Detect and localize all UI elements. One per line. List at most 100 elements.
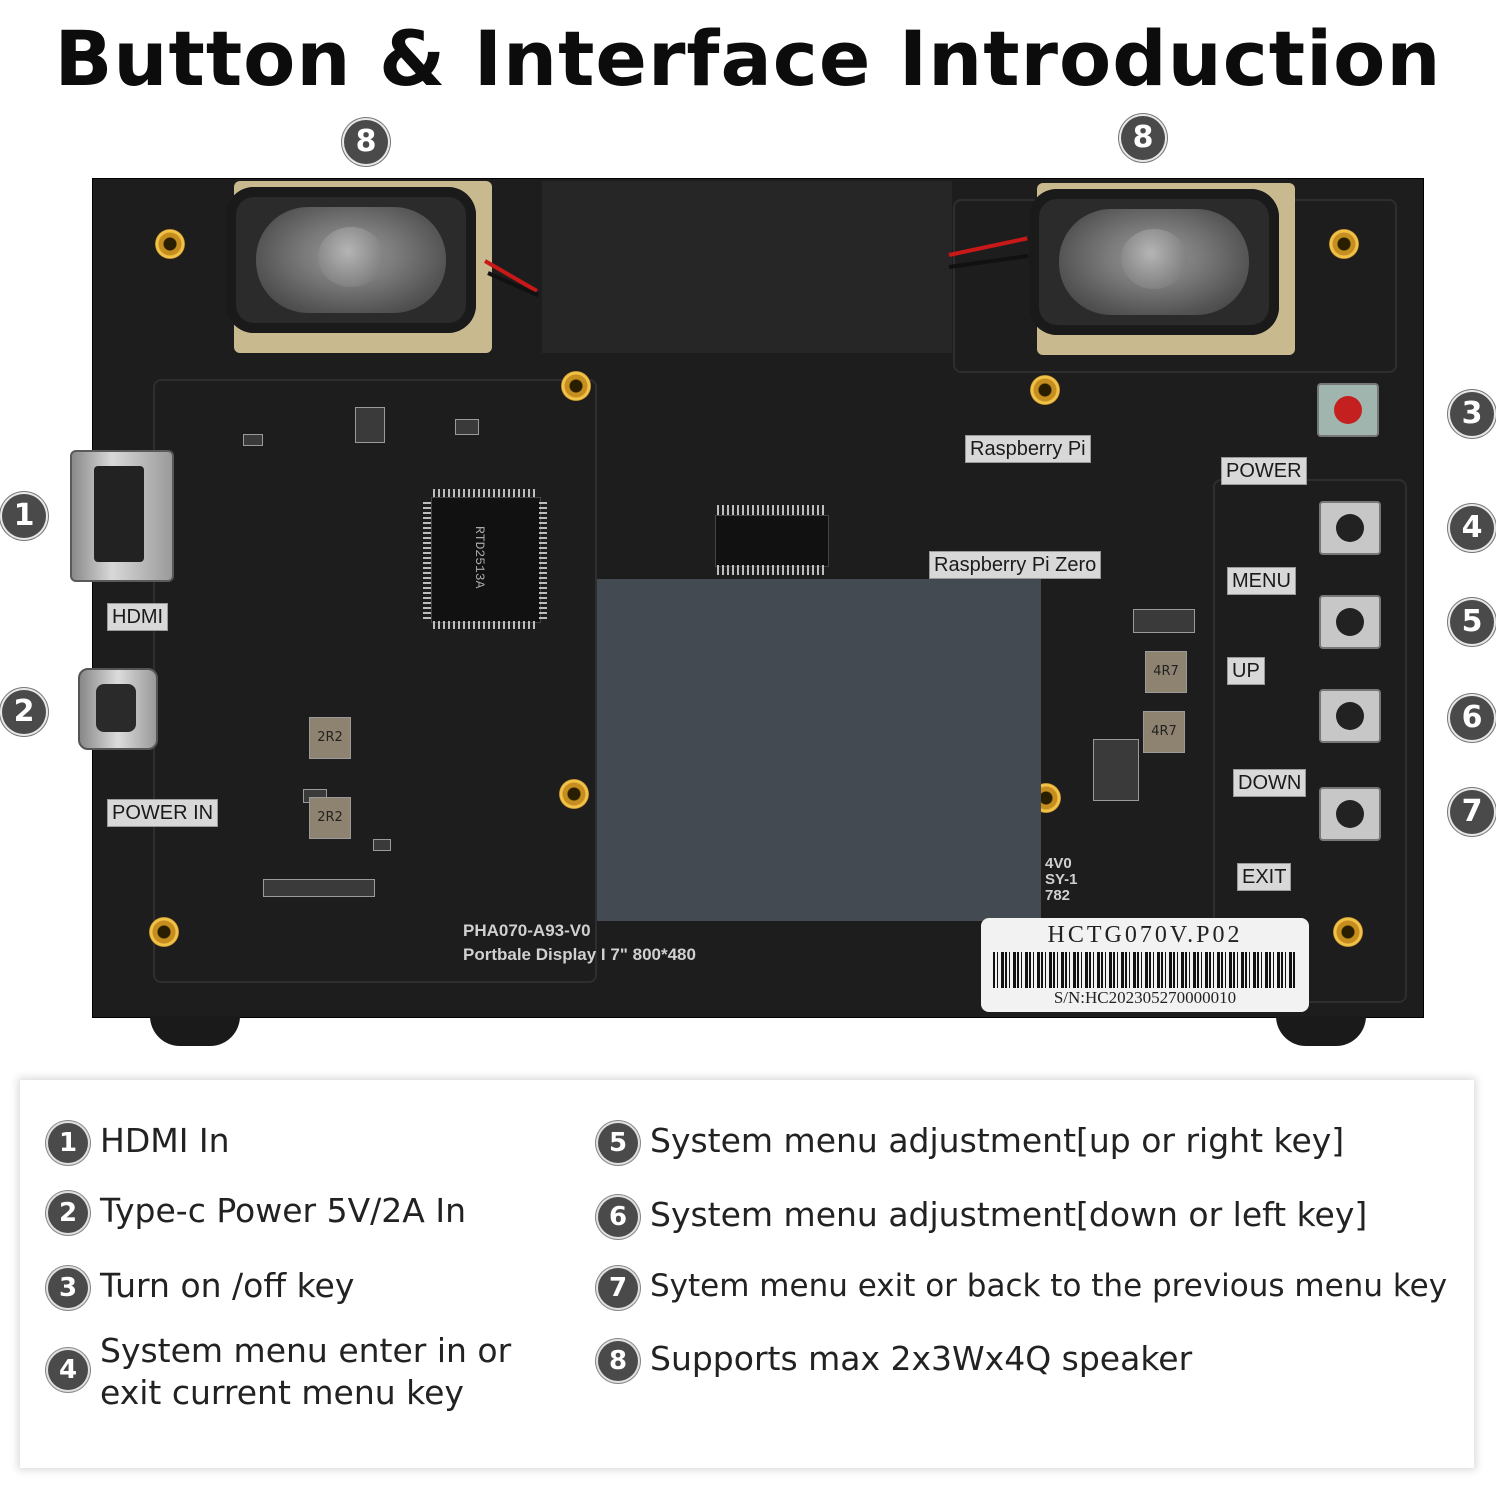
smd-component [1133, 609, 1195, 633]
legend-item: 4 System menu enter in or exit current m… [48, 1330, 568, 1414]
speaker-body [226, 187, 476, 333]
speaker-body [1029, 189, 1279, 335]
power-button[interactable] [1317, 383, 1379, 437]
stand-foot [1276, 1016, 1366, 1046]
power-button-cap [1334, 396, 1362, 424]
board-model-text: PHA070-A93-V0 [463, 921, 591, 940]
callout-up-key: 5 [1450, 600, 1494, 644]
label-raspberry-pi-zero: Raspberry Pi Zero [929, 551, 1102, 579]
legend-item: 3 Turn on /off key [48, 1265, 354, 1308]
standoff [149, 917, 179, 947]
inductor-marking: 4R7 [1151, 724, 1177, 739]
legend-text: Supports max 2x3Wx4Q speaker [650, 1339, 1193, 1378]
chip-pins [433, 621, 537, 629]
legend-text: Turn on /off key [100, 1266, 355, 1305]
smd-component [455, 419, 479, 435]
legend-number: 6 [598, 1197, 638, 1237]
pcb-trace [1213, 479, 1407, 1003]
label-menu-button: MENU [1227, 567, 1296, 595]
standoff [1030, 375, 1060, 405]
standoff [1329, 229, 1359, 259]
inductor-marking: 2R2 [317, 730, 343, 745]
board-marking: 782 [1045, 887, 1071, 904]
inductor: 2R2 [309, 797, 351, 839]
legend-item: 5 System menu adjustment[up or right key… [598, 1120, 1344, 1163]
callout-speaker-right: 8 [1121, 116, 1165, 160]
standoff [155, 229, 185, 259]
legend-item: 2 Type-c Power 5V/2A In [48, 1190, 466, 1233]
legend-text: System menu adjustment[down or left key] [650, 1195, 1368, 1234]
legend-item: 6 System menu adjustment[down or left ke… [598, 1194, 1367, 1237]
smd-component [1093, 739, 1139, 801]
standoff [561, 371, 591, 401]
callout-menu-key: 4 [1450, 506, 1494, 550]
callout-type-c: 2 [2, 690, 46, 734]
legend-item: 8 Supports max 2x3Wx4Q speaker [598, 1338, 1192, 1381]
usb-c-opening [96, 684, 136, 732]
sticker-model: HCTG070V.P02 [1047, 922, 1243, 948]
chip-pins [717, 565, 825, 575]
inductor: 4R7 [1143, 711, 1185, 753]
legend-item: 1 HDMI In [48, 1120, 230, 1163]
pcb-trace [153, 379, 597, 983]
inductor-marking: 4R7 [1153, 664, 1179, 679]
hdmi-port-opening [94, 466, 144, 562]
speaker-cone [1059, 209, 1249, 315]
page-title: Button & Interface Introduction [54, 14, 1442, 103]
legend-item: 7 Sytem menu exit or back to the previou… [598, 1265, 1447, 1308]
speaker-dustcap [1121, 229, 1187, 289]
smd-component [355, 407, 385, 443]
chip-pins [433, 489, 537, 497]
legend-text: Sytem menu exit or back to the previous … [650, 1268, 1448, 1304]
callout-down-key: 6 [1450, 696, 1494, 740]
down-button[interactable] [1319, 689, 1381, 743]
up-button[interactable] [1319, 595, 1381, 649]
speaker-cone [256, 207, 446, 313]
down-button-cap [1336, 702, 1364, 730]
legend-number: 2 [48, 1193, 88, 1233]
legend-number: 1 [48, 1123, 88, 1163]
serial-sticker: HCTG070V.P02 S/N:HC202305270000010 [981, 918, 1309, 1012]
exit-button[interactable] [1319, 787, 1381, 841]
menu-button-cap [1336, 514, 1364, 542]
inductor: 2R2 [309, 717, 351, 759]
speaker-dustcap [318, 227, 384, 287]
smd-component [373, 839, 391, 851]
flex-cable-top [542, 181, 952, 353]
legend-number: 7 [598, 1268, 638, 1308]
legend-text: HDMI In [100, 1121, 230, 1160]
menu-button[interactable] [1319, 501, 1381, 555]
secondary-chip [715, 515, 829, 567]
speaker-left [226, 181, 492, 353]
standoff [559, 779, 589, 809]
legend-text: Type-c Power 5V/2A In [100, 1191, 466, 1230]
legend-text: System menu enter in or exit current men… [100, 1331, 512, 1412]
display-flex-cable [597, 579, 1041, 921]
pcb-board-photo: RTD2513A 2R2 2R2 4R7 4R7 HDMI POWER IN R… [92, 178, 1424, 1018]
legend-number: 5 [598, 1123, 638, 1163]
inductor: 4R7 [1145, 651, 1187, 693]
usb-c-port[interactable] [78, 668, 158, 750]
label-power-button: POWER [1221, 457, 1307, 485]
hdmi-port[interactable] [70, 450, 174, 582]
label-exit-button: EXIT [1237, 863, 1292, 891]
legend-text: System menu adjustment[up or right key] [650, 1121, 1345, 1160]
label-raspberry-pi: Raspberry Pi [965, 435, 1091, 463]
callout-speaker-left: 8 [344, 120, 388, 164]
chip-pins [717, 505, 825, 515]
callout-hdmi: 1 [2, 494, 46, 538]
inductor-marking: 2R2 [317, 810, 343, 825]
barcode [993, 952, 1297, 988]
legend-panel: 1 HDMI In 2 Type-c Power 5V/2A In 3 Turn… [20, 1080, 1474, 1468]
callout-exit-key: 7 [1450, 790, 1494, 834]
label-hdmi: HDMI [107, 603, 169, 631]
label-up-button: UP [1227, 657, 1265, 685]
chip-marking: RTD2513A [472, 526, 487, 589]
exit-button-cap [1336, 800, 1364, 828]
label-power-in: POWER IN [107, 799, 219, 827]
up-button-cap [1336, 608, 1364, 636]
board-description-text: Portbale Display I 7" 800*480 [463, 945, 696, 964]
chip-pins [539, 499, 547, 619]
callout-power-key: 3 [1450, 392, 1494, 436]
speaker-right [1029, 183, 1295, 355]
